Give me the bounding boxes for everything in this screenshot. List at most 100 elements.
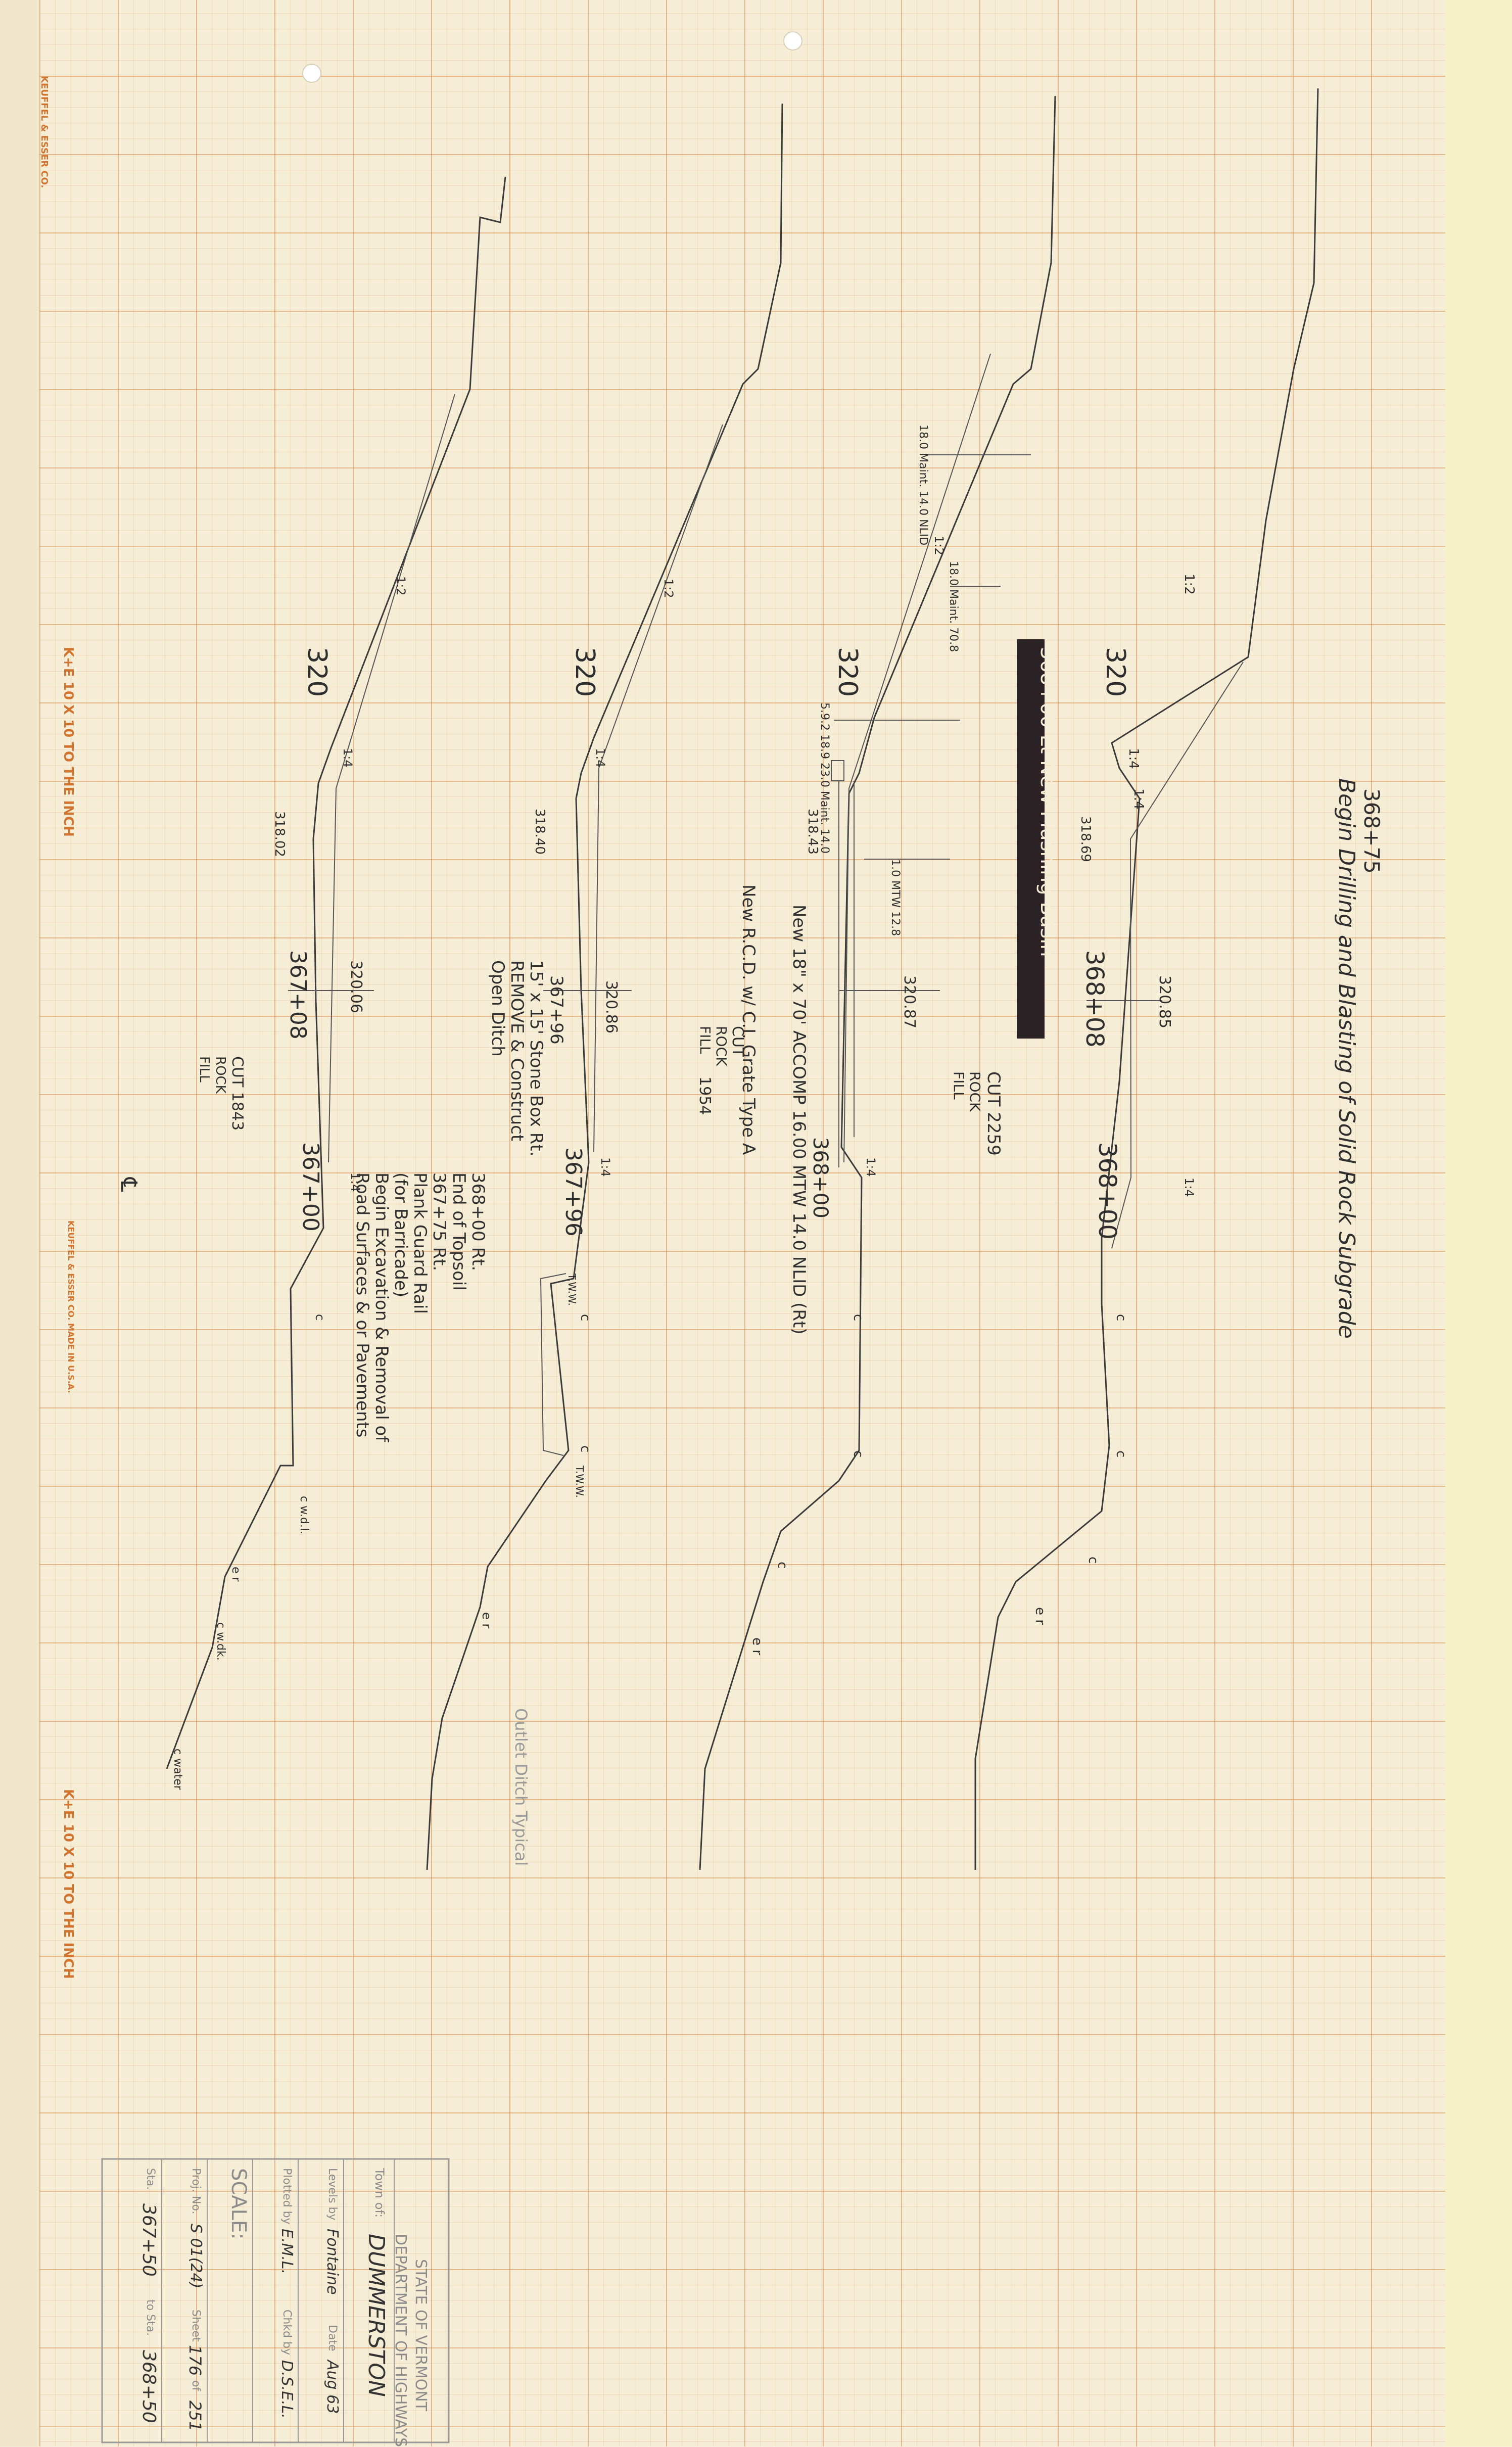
edge-mark: c	[578, 1314, 593, 1321]
annotation-text: Open Ditch	[488, 960, 508, 1057]
ground-elevation: 318.69	[1078, 816, 1093, 862]
edge-mark: c	[1085, 1557, 1101, 1564]
of-label: of	[190, 2380, 202, 2391]
slope-label: 1:4	[598, 1157, 612, 1177]
slope-label: 1:4	[1126, 748, 1141, 769]
elevation-label: 320	[302, 647, 332, 697]
punch-hole	[302, 64, 321, 83]
levels-by: Fontaine	[323, 2229, 341, 2295]
right-station-label: 368+00	[809, 1137, 832, 1218]
annotation-text: 1954	[696, 1076, 714, 1115]
scale-label: SCALE:	[227, 2168, 250, 2240]
checked-by: D.S.E.L.	[278, 2360, 296, 2419]
ground-elevation: 318.02	[272, 811, 287, 857]
elevation-label: 320	[832, 647, 863, 697]
sta-to: 368+50	[138, 2350, 159, 2423]
slope-label: 1:4	[1182, 1178, 1196, 1197]
edge-label: e r	[1032, 1607, 1048, 1625]
fill-label: FILL	[697, 1026, 714, 1054]
right-station-label: 367+00	[298, 1142, 323, 1232]
slope-label: 1:2	[1182, 574, 1197, 595]
redacted-annotation: 368+00 Lt New Flushing Basin	[1036, 647, 1059, 957]
cross-section-3: 320 320.86 367+96 318.40 367+96 15' x 15…	[352, 103, 783, 1870]
slope-label: 1:2	[394, 576, 408, 596]
edge-mark: c	[578, 1445, 593, 1452]
cut-label: CUT 1843	[228, 1056, 246, 1131]
slope-label: 1:4	[593, 748, 607, 768]
redaction-bar	[1017, 639, 1045, 1039]
slope-label: 1:2	[662, 579, 676, 598]
annotation-text: End of Topsoil	[449, 1172, 469, 1291]
edge-label: e r	[229, 1567, 242, 1582]
checked-label: Chkd by	[280, 2310, 293, 2355]
sheet-label: Sheet	[190, 2310, 202, 2342]
faint-note: Outlet Ditch Typical	[511, 1708, 531, 1866]
ground-profile	[426, 103, 783, 1870]
proj-no: S 01(24)	[187, 2224, 205, 2289]
title-state: STATE OF VERMONT	[412, 2259, 430, 2412]
annotation-text: (for Barricade)	[391, 1172, 411, 1297]
elevation-value: 320.06	[347, 960, 365, 1013]
date-value: Aug 63	[323, 2360, 341, 2414]
annotation-text: 367+75 Rt.	[429, 1172, 449, 1271]
ground-profile	[699, 96, 1056, 1870]
elevation-label: 320	[1100, 647, 1130, 697]
plotted-by: E.M.L.	[278, 2229, 296, 2275]
edge-label: e r	[749, 1637, 765, 1655]
cross-section-4: 320 320.06 367+08 367+00 318.02 CUT 1843…	[116, 176, 506, 1791]
edge-mark: c	[1113, 1314, 1128, 1321]
proj-label: Proj. No.	[190, 2168, 202, 2215]
elevation-value: 320.87	[901, 975, 918, 1028]
levels-label: Levels by	[326, 2168, 339, 2221]
title-block-frame	[101, 2158, 450, 2443]
title-town: DUMMERSTON	[363, 2234, 389, 2397]
slope-label: 1:4	[348, 1172, 362, 1192]
station-label: 368+08	[1080, 950, 1109, 1048]
annotation-text: 15' x 15' Stone Box Rt.	[526, 960, 546, 1157]
edge-mark: c	[313, 1314, 327, 1321]
elevation-label: 320	[570, 647, 600, 697]
edge-mark: c	[850, 1314, 866, 1321]
tw-label: T.W.W.	[566, 1273, 578, 1306]
edge-label: e r	[480, 1612, 494, 1628]
sheet-left-margin	[0, 0, 39, 2446]
ground-elevation: 318.43	[805, 809, 820, 855]
annotation-text: REMOVE & Construct	[507, 960, 527, 1141]
edge-mark: c	[775, 1562, 790, 1569]
annotation-text: Begin Excavation & Removal of	[371, 1172, 392, 1442]
right-station-label: 368+00	[1093, 1142, 1121, 1240]
rock-label: ROCK	[967, 1071, 983, 1112]
slope-label: 1:4	[864, 1157, 878, 1177]
sta-label: Sta.	[144, 2168, 157, 2190]
cut-label: CUT 2259	[983, 1071, 1004, 1156]
fill-label: FILL	[951, 1071, 967, 1100]
tw-label: T.W.W.	[574, 1465, 586, 1498]
station-label: 367+96	[560, 1147, 586, 1237]
edge-label: c w.dk.	[214, 1622, 227, 1661]
annotation-text: New 18" x 70' ACCOMP 16.00 MTW 14.0 NLID…	[789, 905, 809, 1335]
elevation-value: 320.85	[1156, 975, 1173, 1028]
rock-label: ROCK	[713, 1026, 730, 1066]
ground-elevation: 318.40	[532, 809, 547, 855]
station-label: 367+08	[285, 950, 311, 1040]
header-note-text: Begin Drilling and Blasting of Solid Roc…	[1334, 778, 1359, 1339]
edge-mark: c	[1113, 1450, 1128, 1457]
header-note-station: 368+75	[1359, 788, 1384, 874]
title-dept: DEPARTMENT OF HIGHWAYS	[392, 2234, 409, 2447]
template-line	[593, 424, 723, 1153]
elevation-value: 320.86	[602, 980, 620, 1033]
to-label: to Sta.	[144, 2299, 157, 2336]
cut-label: CUT	[729, 1026, 746, 1057]
annotation-text: Plank Guard Rail	[410, 1172, 430, 1314]
template-line	[328, 394, 455, 1163]
date-label: Date	[326, 2325, 339, 2351]
cross-section-2: 320 320.87 368+00 318.43 CUT ROCK FILL N…	[696, 96, 1056, 1870]
punch-hole	[783, 31, 802, 51]
ditch-box	[540, 1273, 566, 1456]
mtw-label: 1.0 MTW 12.8	[889, 859, 902, 936]
leader-note: 18.0 Maint. 14.0 NLID	[917, 425, 929, 545]
sheet-no: 176	[185, 2345, 205, 2376]
annotation-text: 368+00 Rt.	[468, 1172, 488, 1271]
leader-note: 5.9.2 18.9 23.0 Maint. 14.0	[818, 702, 831, 854]
template-line	[1111, 662, 1244, 1249]
